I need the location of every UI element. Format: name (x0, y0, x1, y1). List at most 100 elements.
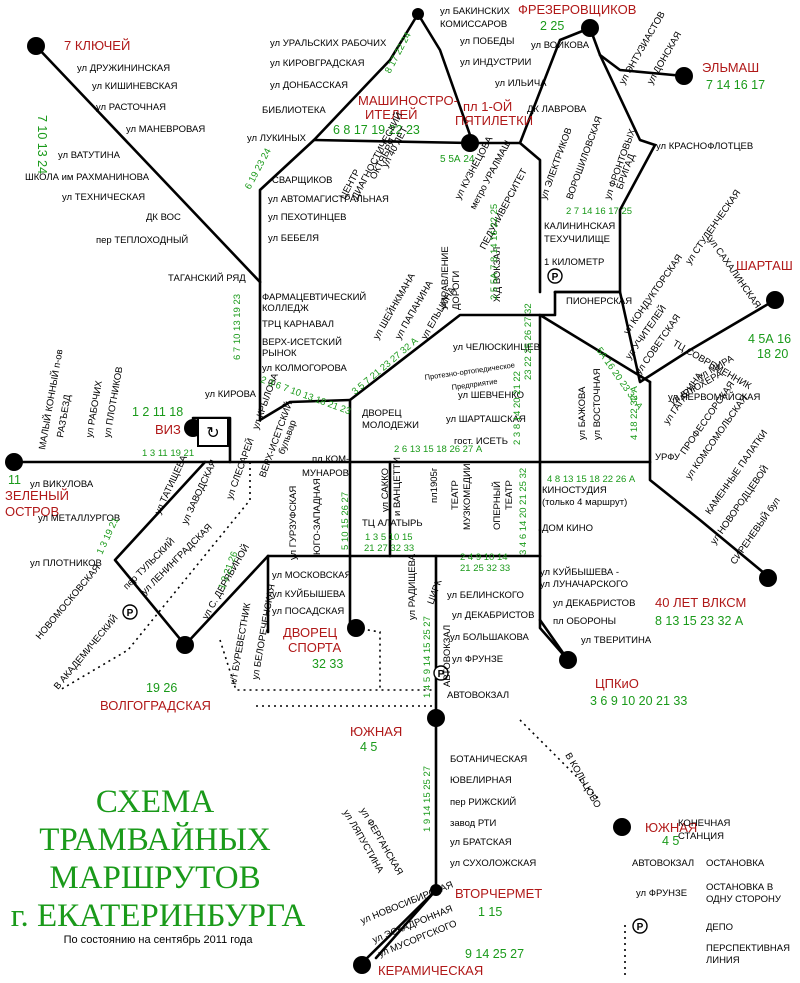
stop-label: ул ЧЕЛЮСКИНЦЕВ (453, 342, 540, 353)
terminus-dvorets-2: СПОРТА (288, 640, 341, 655)
stop-label: ул БАКИНСКИХ (440, 6, 511, 17)
future-line-koltsovo (519, 719, 601, 801)
terminus-names: 7 КЛЮЧЕЙ ФРЕЗЕРОВЩИКОВ ЭЛЬМАШ МАШИНОСТРО… (5, 2, 793, 978)
route-label: 3 5 7 21 23 27 32 А (350, 335, 421, 397)
line-east-col (648, 380, 772, 580)
routes-dvorets: 32 33 (312, 657, 343, 671)
stop-label: ЖД ВОКЗАЛ (492, 247, 503, 302)
terminus-zeleny-2: ОСТРОВ (5, 504, 59, 519)
stop-label: ул ПОСАДСКАЯ (272, 606, 344, 617)
terminus-mash-1: МАШИНОСТРО- (358, 93, 458, 108)
terminus-dot-keram (353, 956, 371, 974)
route-label: 21 25 32 33 (460, 563, 510, 574)
stop-label: БИБЛИОТЕКА (262, 105, 326, 116)
terminus-dot-volgograd (176, 636, 194, 654)
stop-label: ул БЕЛОРЕЧЕНСКАЯ (250, 583, 278, 680)
future-line-volgograd (59, 462, 251, 691)
depot-marker: Р (433, 665, 449, 681)
stop-label: КОЛЛЕДЖ (262, 303, 309, 314)
line-spine-north (258, 138, 316, 284)
terminus-dot-frezer (581, 19, 599, 37)
title-line: г. ЕКАТЕРИНБУРГА (11, 898, 306, 934)
stop-label: ул ЛУКИНЫХ (247, 133, 307, 144)
stop-label: МУНАРОВ (302, 468, 349, 479)
stop-label: ФАРМАЦЕВТИЧЕСКИЙ (262, 291, 366, 303)
stop-label: ТЕАТР (504, 480, 515, 510)
stop-label: ул БОЛЬШАКОВА (450, 632, 529, 643)
legend-terminus-routes: 4 5 (662, 834, 679, 848)
viz-loop-box: ↻ (197, 417, 229, 447)
stop-label: ул РАБОЧИХ (84, 379, 105, 438)
routes-mash: 6 8 17 19 22 23 (333, 123, 420, 137)
future-lines (59, 462, 626, 975)
stop-label: ДОРОГИ (451, 271, 462, 310)
terminus-tspkio: ЦПКиО (595, 676, 639, 691)
line-sw (113, 460, 207, 647)
route-label: 6 19 23 24 (243, 147, 274, 192)
stop-label: ул ПЛОТНИКОВ (102, 366, 125, 439)
stop-label: завод РТИ (450, 818, 497, 829)
stop-label: ТРЦ КАРНАВАЛ (262, 319, 334, 330)
routes-shartash-2: 18 20 (757, 347, 788, 361)
stop-label: ВЕРХ-ИСЕТСКИЙ (262, 336, 342, 348)
terminus-dot-pyatiletki (461, 134, 479, 152)
route-label: 5 10 15 26 27 (340, 492, 351, 550)
future-line-dvorets (355, 627, 381, 690)
title-line: СХЕМА (96, 784, 214, 820)
terminus-elmash: ЭЛЬМАШ (702, 60, 759, 75)
stop-label: 1 КИЛОМЕТР (544, 257, 604, 268)
stop-label: НОВОМОСКОВСКАЯ (34, 563, 103, 642)
terminus-dot-zeleny (5, 453, 23, 471)
stop-label: ОПЕРНЫЙ (491, 481, 503, 530)
terminus-frezer: ФРЕЗЕРОВЩИКОВ (518, 2, 636, 17)
terminus-keram: КЕРАМИЧЕСКАЯ (378, 963, 483, 978)
line-sw2 (183, 554, 270, 647)
stop-label: БОТАНИЧЕСКАЯ (450, 754, 527, 765)
line-pyatiletki (468, 141, 542, 294)
depots: Р Р Р Р (122, 268, 648, 934)
stop-label: УРФУ (655, 452, 681, 463)
stop-label: УПРАВЛЕНИЕ (440, 246, 451, 310)
routes-frezer: 2 25 (540, 19, 564, 33)
stop-label: ул СТУДЕНЧЕСКАЯ (683, 188, 743, 267)
route-label: 23 22 25 26 27 32 (523, 303, 534, 380)
stop-label: ул БЕБЕЛЯ (268, 233, 319, 244)
line-east-upper (553, 143, 657, 294)
terminus-dot-elmash (675, 67, 693, 85)
route-label: 6 7 10 13 19 23 (232, 294, 243, 360)
stop-label: ул ПЛОТНИКОВ (30, 558, 102, 569)
terminus-vtorchermet: ВТОРЧЕРМЕТ (455, 886, 542, 901)
stop-label: РЫНОК (262, 348, 297, 359)
stop-label: ЦИРК (425, 578, 444, 606)
route-label: 2 7 14 16 17 25 (566, 206, 632, 217)
stop-label: ДК ЛАВРОВА (527, 104, 587, 115)
stop-label: пер ТЕПЛОХОДНЫЙ (96, 234, 188, 246)
terminus-dot-vtorchermet (430, 884, 442, 896)
stop-label: ул ДОНБАССКАЯ (270, 80, 348, 91)
route-label: 2 3 8 14 20 21 22 (512, 371, 523, 445)
stop-label: ул КУЙБЫШЕВА (272, 588, 346, 600)
title-subtitle: По состоянию на сентябрь 2011 года (64, 934, 254, 946)
routes-zeleny: 11 (8, 473, 21, 487)
terminus-volgograd: ВОЛГОГРАДСКАЯ (100, 698, 211, 713)
routes-elmash: 7 14 16 17 (706, 78, 765, 92)
stop-label: ул КОЛМОГОРОВА (262, 363, 348, 374)
depot-marker: Р (547, 268, 563, 284)
stop-label: ТАГАНСКИЙ РЯД (168, 272, 246, 284)
routes-7klyuchey: 7 10 13 24 (35, 115, 49, 174)
stop-label: ул БАЖОВА (577, 386, 588, 440)
stop-label: ЮГО-ЗАПАДНАЯ (312, 478, 323, 555)
depot-symbol: Р (637, 922, 644, 933)
stop-label: ул УРАЛЬСКИХ РАБОЧИХ (270, 38, 387, 49)
track-lines (12, 12, 777, 967)
route-label: 1 3 5 10 15 (365, 532, 413, 543)
routes-vlksm: 8 13 15 23 32 А (655, 614, 744, 628)
routes-yuzhnaya: 4 5 (360, 740, 377, 754)
stop-label: ул БЕЛИНСКОГО (447, 590, 524, 601)
line-chelyusk (348, 290, 652, 464)
stop-label: КИНОСТУДИЯ (542, 485, 607, 496)
stop-label: ул АВТОМАГИСТРАЛЬНАЯ (268, 194, 389, 205)
line-lukinykh-east (312, 138, 472, 145)
route-label: 4 18 22 32 А (629, 385, 640, 440)
